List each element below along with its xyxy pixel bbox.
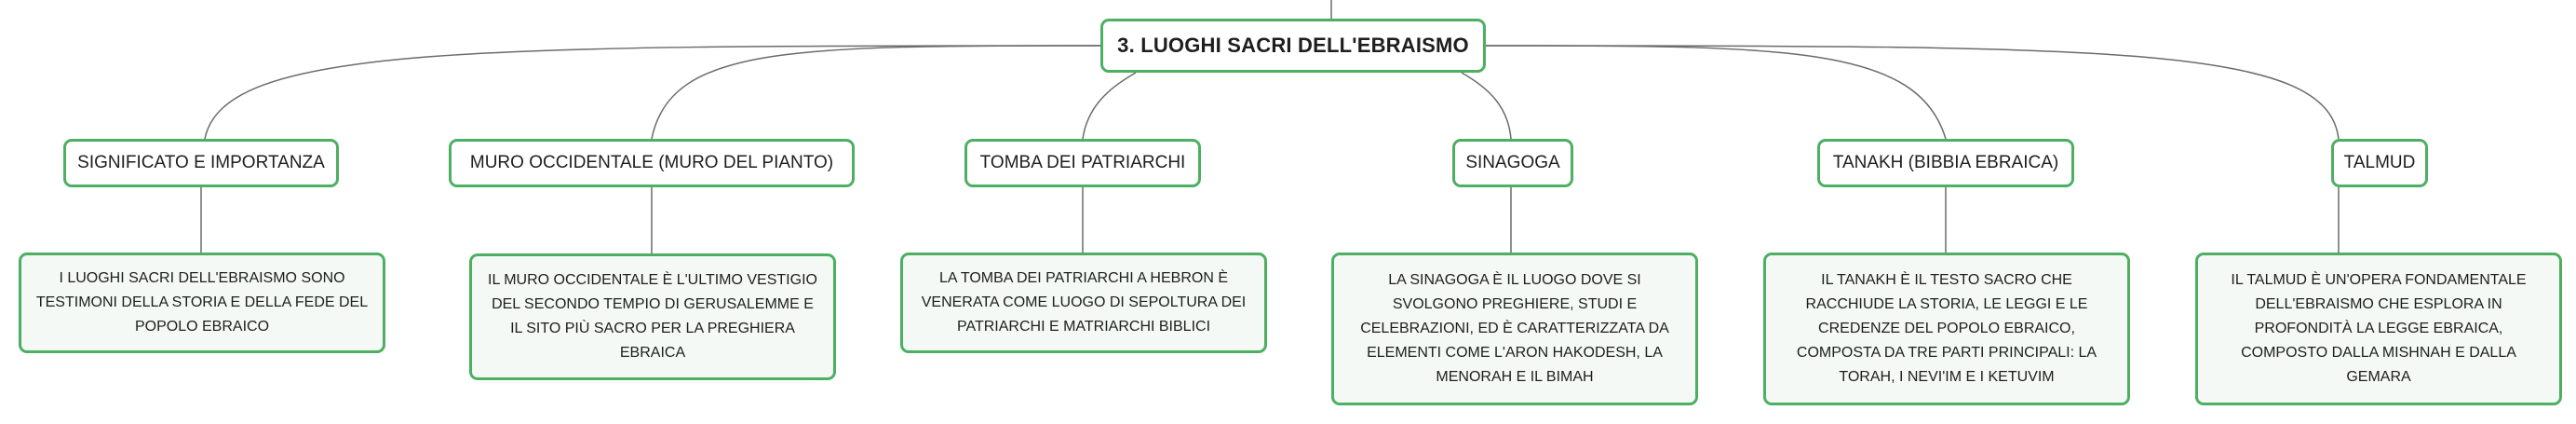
connector-branch-6	[1485, 45, 2340, 140]
detail-tomba-patriarchi[interactable]: LA TOMBA DEI PATRIARCHI A HEBRON È VENER…	[900, 253, 1267, 353]
connector-branch-1	[204, 45, 1101, 140]
detail-sinagoga[interactable]: LA SINAGOGA È IL LUOGO DOVE SI SVOLGONO …	[1331, 253, 1698, 405]
connector-branch-2	[651, 45, 1101, 140]
detail-significato-importanza[interactable]: I LUOGHI SACRI DELL'EBRAISMO SONO TESTIM…	[19, 253, 385, 353]
connector-branch-5	[1485, 45, 1947, 140]
topic-talmud[interactable]: TALMUD	[2331, 139, 2428, 187]
topic-tomba-patriarchi[interactable]: TOMBA DEI PATRIARCHI	[964, 139, 1201, 187]
central-topic[interactable]: 3. LUOGHI SACRI DELL'EBRAISMO	[1100, 19, 1486, 73]
topic-significato-importanza[interactable]: SIGNIFICATO E IMPORTANZA	[63, 139, 339, 187]
topic-muro-occidentale[interactable]: MURO OCCIDENTALE (MURO DEL PIANTO)	[449, 139, 855, 187]
connector-branch-4	[1461, 72, 1512, 140]
detail-muro-occidentale[interactable]: IL MURO OCCIDENTALE È L'ULTIMO VESTIGIO …	[469, 253, 836, 380]
topic-sinagoga[interactable]: SINAGOGA	[1452, 139, 1573, 187]
connector-branch-3	[1082, 72, 1137, 140]
topic-tanakh[interactable]: TANAKH (BIBBIA EBRAICA)	[1817, 139, 2074, 187]
detail-tanakh[interactable]: IL TANAKH È IL TESTO SACRO CHE RACCHIUDE…	[1763, 253, 2130, 405]
detail-talmud[interactable]: IL TALMUD È UN'OPERA FONDAMENTALE DELL'E…	[2195, 253, 2562, 405]
